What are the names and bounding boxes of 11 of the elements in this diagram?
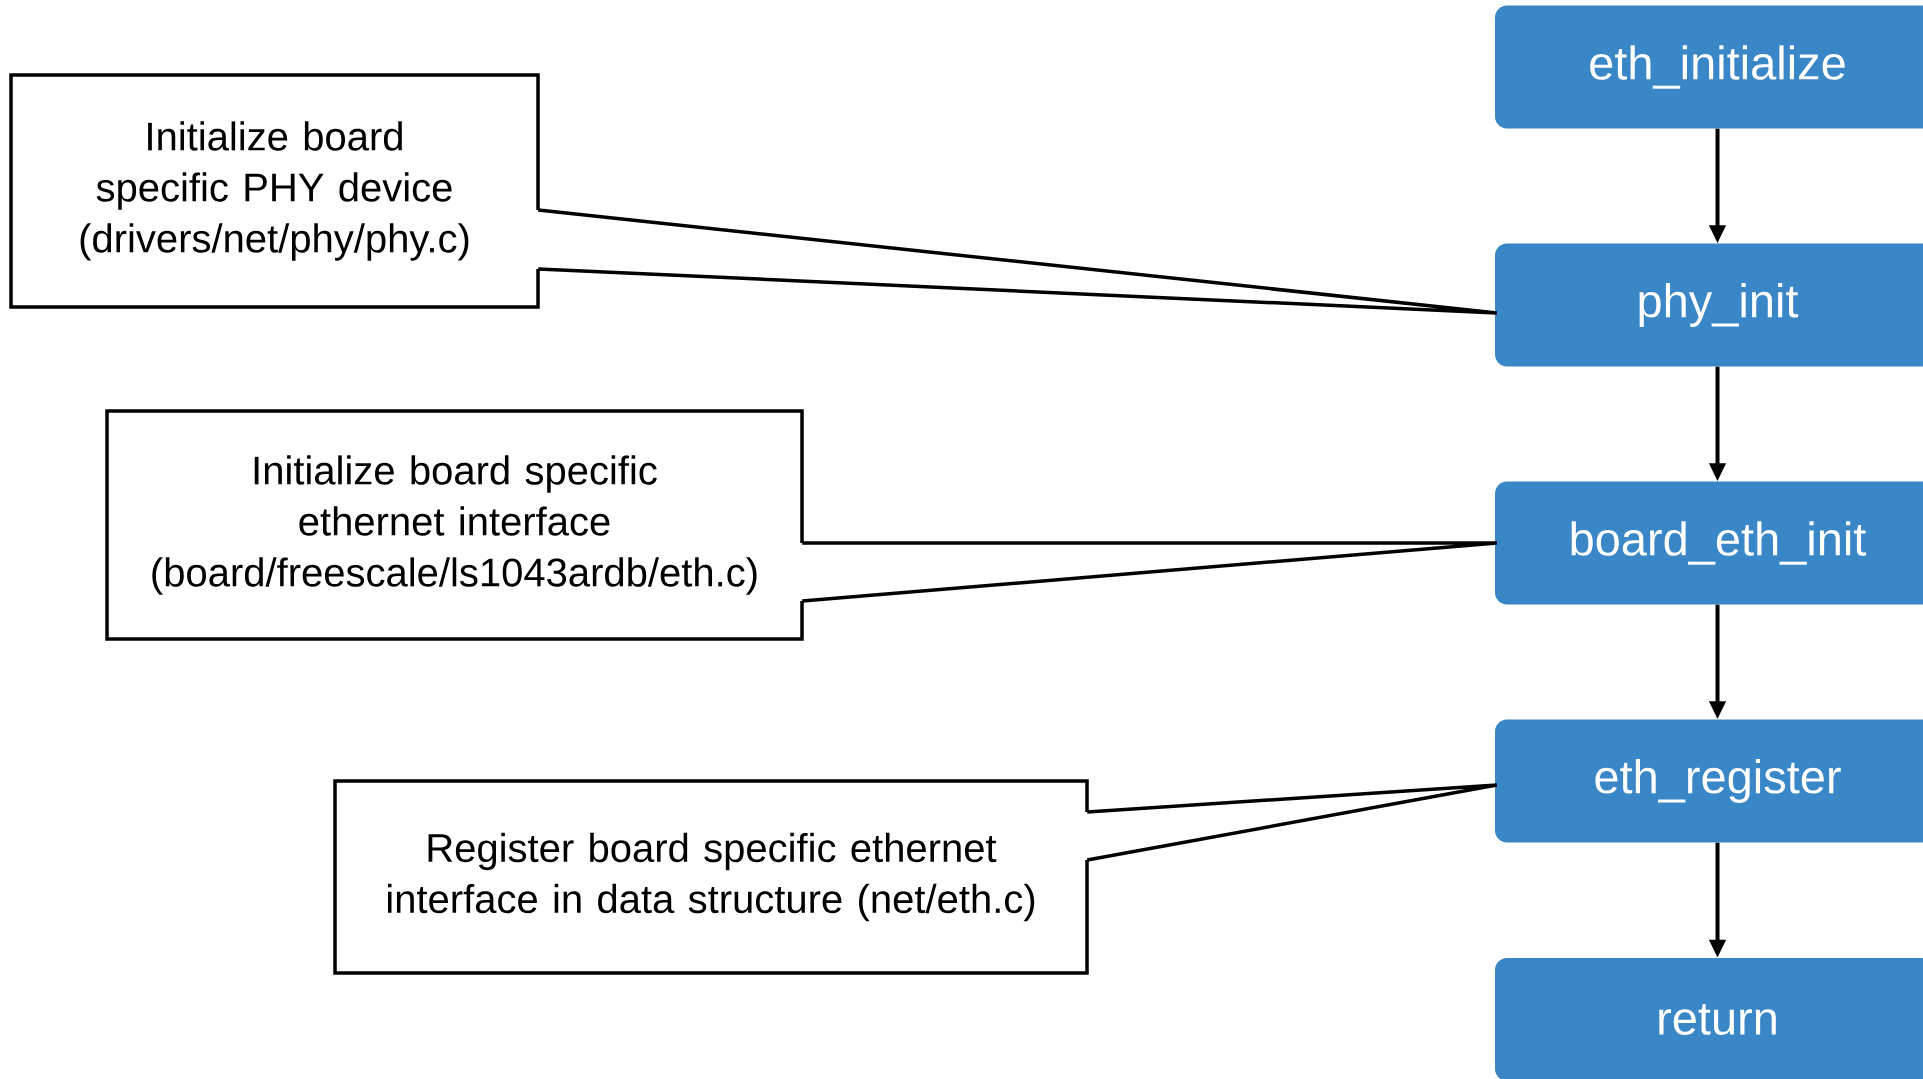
callout-pointer [800,541,1499,603]
step-box: return [1495,958,1923,1079]
step-box: board_eth_init [1495,481,1923,605]
callout-box: Register board specific ethernet interface in data structure (net/eth.c) [333,779,1089,975]
callout-pointer [536,208,1499,315]
step-box: phy_init [1495,243,1923,367]
callout-box: Initialize board specific ethernet interface (board/freescale/ls1043ardb/eth.c) [105,409,804,641]
step-box: eth_initialize [1495,5,1923,129]
callout-pointer [1085,783,1499,862]
callout-box: Initialize board specific PHY device (drivers/net/phy/phy.c) [9,73,540,309]
step-box: eth_register [1495,719,1923,843]
